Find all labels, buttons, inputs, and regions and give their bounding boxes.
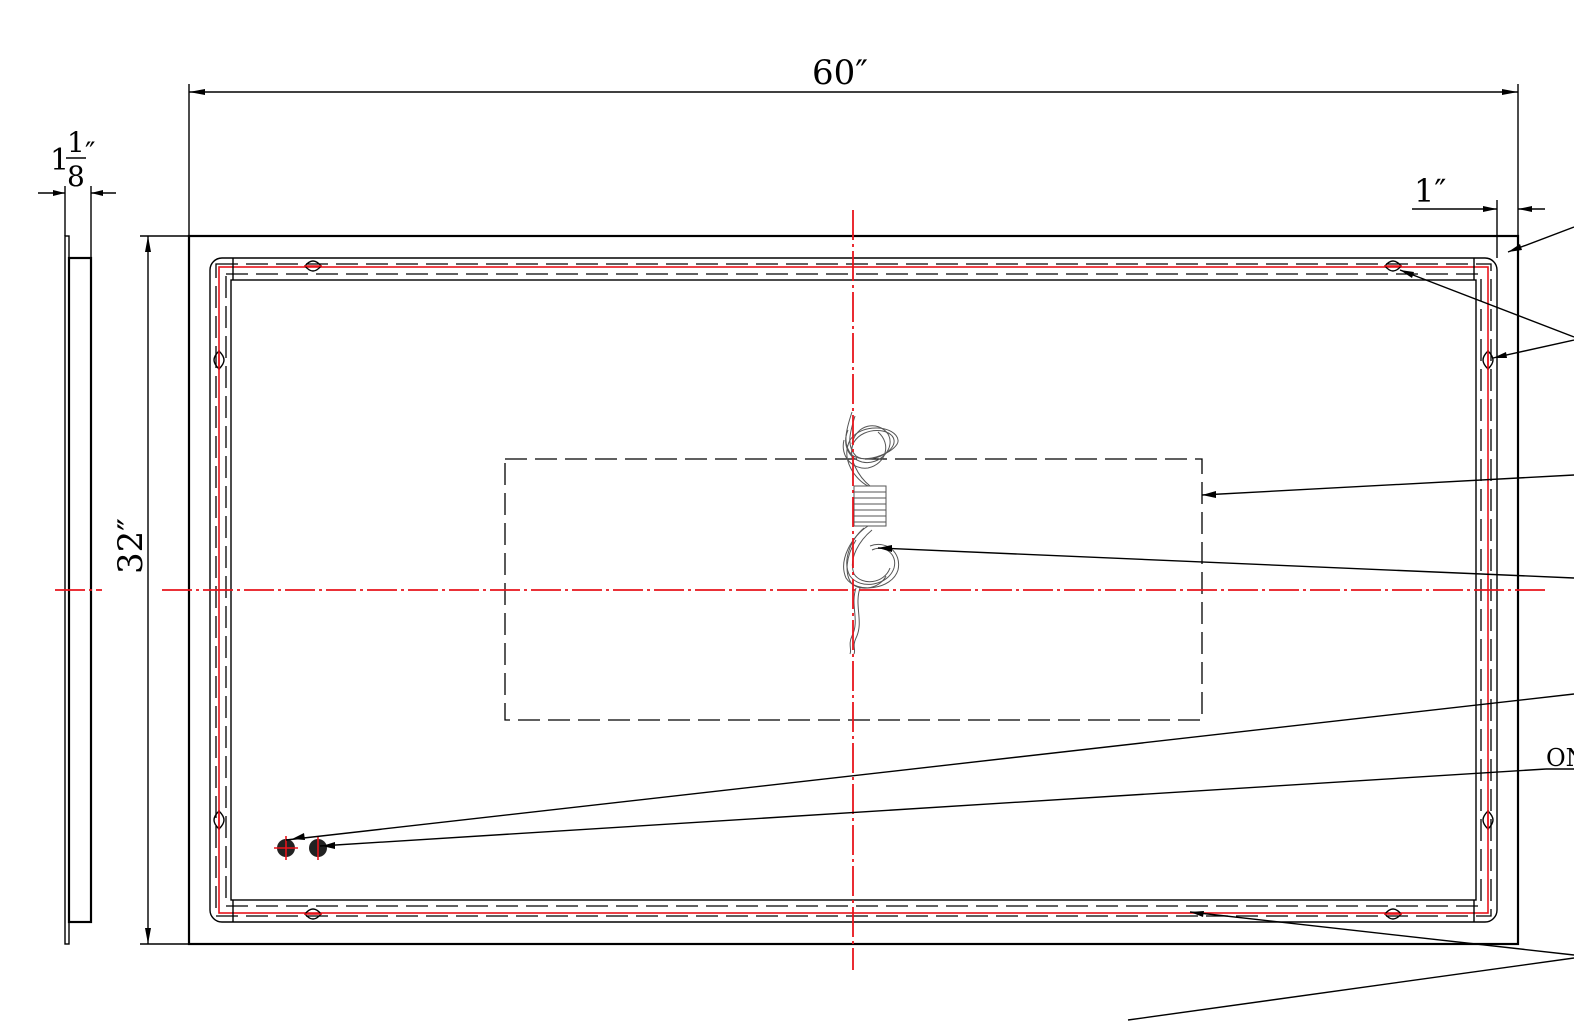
- height-dimension: 32″: [111, 235, 189, 945]
- leader-arrowhead: [1400, 270, 1414, 278]
- leader-button-on: [319, 768, 1547, 847]
- width-arrowhead-right: [1502, 89, 1518, 95]
- leader-power-box: [1201, 474, 1574, 496]
- touch-button-icon: [309, 836, 327, 860]
- width-label: 60″: [812, 53, 868, 93]
- mounting-clip-icon: [304, 908, 322, 920]
- leader-power-cord: [877, 547, 1574, 579]
- mounting-clip-icon: [1482, 810, 1494, 830]
- leader-arrowhead: [1508, 244, 1522, 252]
- thickness-arrowhead-left: [53, 190, 65, 196]
- mounting-clip-icon: [213, 810, 225, 830]
- inset-arrowhead-right: [1518, 206, 1532, 212]
- leader-arrowhead: [1202, 491, 1216, 498]
- mounting-clip-icon: [1384, 260, 1402, 272]
- leader-arrowhead: [292, 833, 305, 840]
- leader-clip-top: [1399, 269, 1574, 338]
- leader-button-dimmer: [285, 693, 1574, 841]
- height-arrowhead-top: [145, 236, 151, 252]
- edge-inset-dimension: 1″: [1412, 172, 1545, 258]
- leader-arrowhead: [1190, 911, 1204, 917]
- mounting-clip-icon: [1482, 350, 1494, 370]
- switch-label: ON: [1546, 744, 1574, 772]
- thickness-numerator: 1: [67, 126, 85, 159]
- mounting-clip-icon: [1384, 908, 1402, 920]
- leader-lines: ON: [285, 226, 1574, 1021]
- side-profile-view: 1 1 8 ″: [38, 126, 116, 945]
- mounting-clip-icon: [304, 260, 322, 272]
- height-arrowhead-bottom: [145, 928, 151, 944]
- leader-led-strip-lower: [1127, 957, 1574, 1021]
- inset-label: 1″: [1414, 172, 1446, 210]
- inset-arrowhead-left: [1483, 206, 1497, 212]
- width-dimension: 60″: [188, 53, 1519, 236]
- thickness-unit: ″: [85, 136, 95, 169]
- thickness-denominator: 8: [67, 160, 85, 193]
- leader-arrowhead: [1493, 352, 1507, 358]
- leader-led-strip: [1189, 911, 1574, 956]
- leader-arrowhead: [878, 545, 892, 552]
- power-cord-coil-icon: [842, 411, 900, 655]
- height-label: 32″: [111, 518, 151, 574]
- leader-arrowhead: [322, 842, 335, 849]
- thickness-whole: 1: [50, 143, 69, 178]
- mounting-clip-icon: [213, 350, 225, 370]
- thickness-arrowhead-right: [91, 190, 103, 196]
- width-arrowhead-left: [189, 89, 205, 95]
